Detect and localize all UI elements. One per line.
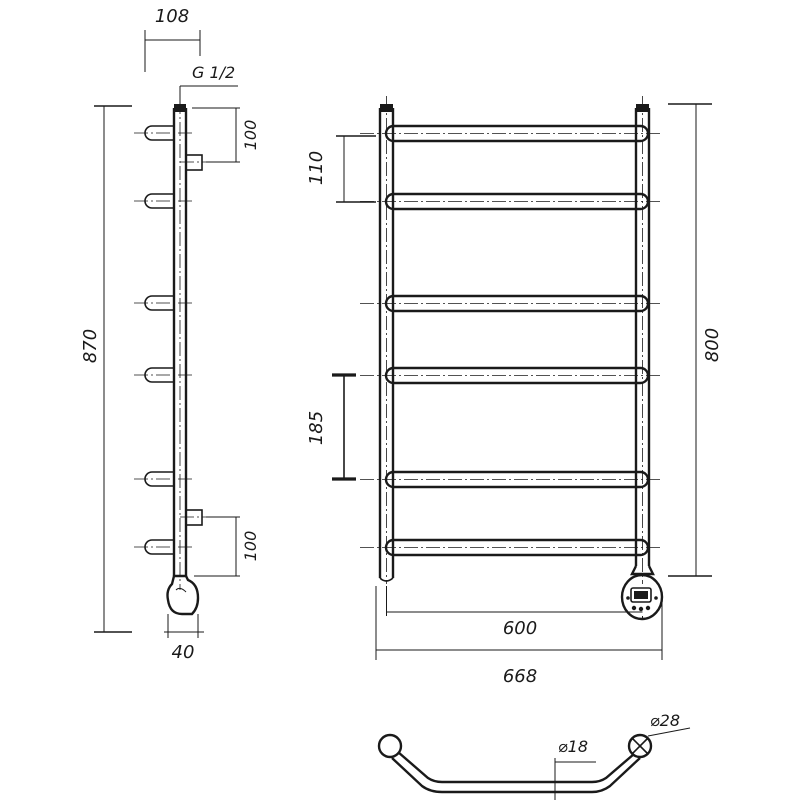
heater-display xyxy=(630,587,652,603)
bent-rung xyxy=(397,751,635,784)
dim-bottom-connection: 100 xyxy=(241,531,260,562)
side-rungs xyxy=(134,125,192,555)
dim-side-offset: 108 xyxy=(155,6,189,27)
top-section-view: ⌀18 ⌀28 xyxy=(377,711,691,800)
dim-thread: G 1/2 xyxy=(192,63,235,82)
side-top-connector xyxy=(185,154,203,171)
dim-top-rung-spacing: 110 xyxy=(306,151,327,185)
front-right-cap xyxy=(636,104,649,112)
dim-rail-diameter: ⌀28 xyxy=(650,711,680,730)
dim-center-distance: 600 xyxy=(503,618,537,639)
side-dimensions: 108 G 1/2 100 100 870 40 xyxy=(80,6,260,663)
dim-middle-rung-spacing: 185 xyxy=(306,411,327,445)
dim-rung-diameter: ⌀18 xyxy=(558,737,588,756)
side-view xyxy=(134,100,214,616)
rail-section-right xyxy=(627,733,653,759)
dim-overall-width: 668 xyxy=(503,666,537,687)
front-left-cap xyxy=(380,104,393,112)
heater-button-2 xyxy=(638,606,644,612)
dim-heater-depth: 40 xyxy=(172,642,195,663)
side-top-cap xyxy=(174,104,186,112)
dim-total-height: 870 xyxy=(80,329,101,363)
front-view xyxy=(360,96,664,621)
dim-rail-height: 800 xyxy=(702,328,723,362)
heater-button-3 xyxy=(645,605,651,611)
front-dimensions: 110 185 800 600 668 xyxy=(306,103,723,687)
side-heater xyxy=(166,574,200,616)
dim-top-connection: 100 xyxy=(241,120,260,151)
heater-button-1 xyxy=(631,605,637,611)
heater-control-unit xyxy=(620,565,664,621)
front-rungs xyxy=(360,124,660,557)
side-bottom-connector xyxy=(185,509,203,526)
